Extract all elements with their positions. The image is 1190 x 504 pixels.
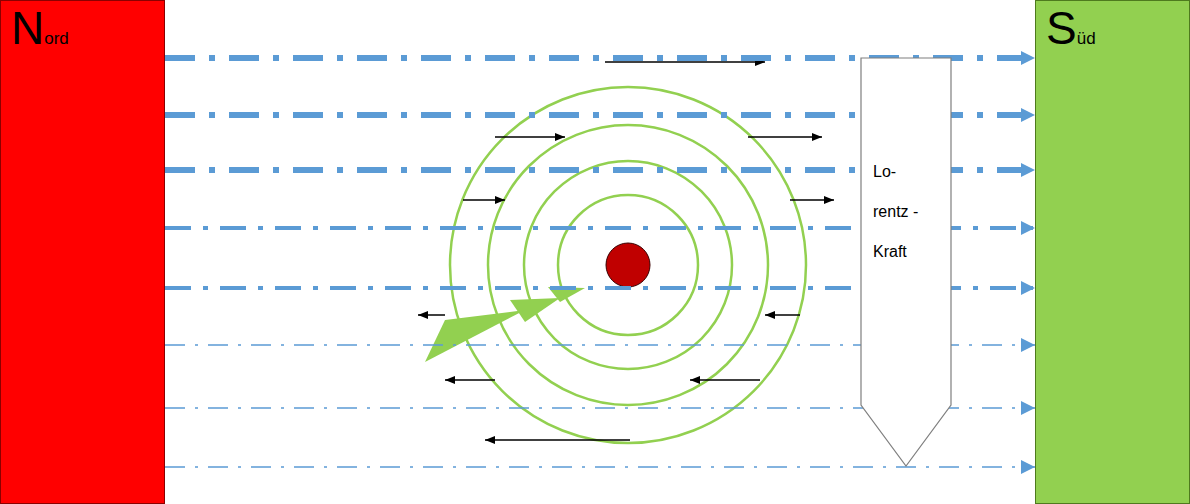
small-arrow (418, 314, 445, 316)
force-arrow-shape (861, 58, 951, 466)
small-arrow (463, 199, 505, 201)
magnetic-field-circles (450, 87, 806, 443)
small-arrow (605, 61, 765, 63)
force-label: Lo- rentz -Kraft (860, 57, 935, 272)
small-arrow (748, 136, 822, 138)
field-direction-arrowheads (425, 287, 585, 362)
small-arrow (495, 136, 565, 138)
force-arrows (418, 62, 834, 440)
small-arrow (445, 379, 495, 381)
force-arrow-outline (860, 57, 952, 467)
force-arrow: Lo- rentz -Kraft (860, 57, 952, 467)
south-pole: Süd (1035, 0, 1190, 504)
conductor (606, 243, 650, 287)
small-arrow (690, 379, 760, 381)
small-arrow (790, 199, 834, 201)
field-circle (524, 161, 732, 369)
field-circle (558, 195, 698, 335)
field-circle (450, 87, 806, 443)
pole-label: Nord (1, 1, 164, 51)
field-arrowhead (425, 310, 525, 362)
north-pole: Nord (0, 0, 165, 504)
small-arrow (485, 439, 630, 441)
field-arrowhead (510, 298, 560, 322)
pole-label: Süd (1036, 1, 1189, 51)
small-arrow (765, 314, 800, 316)
field-line (165, 466, 1035, 468)
